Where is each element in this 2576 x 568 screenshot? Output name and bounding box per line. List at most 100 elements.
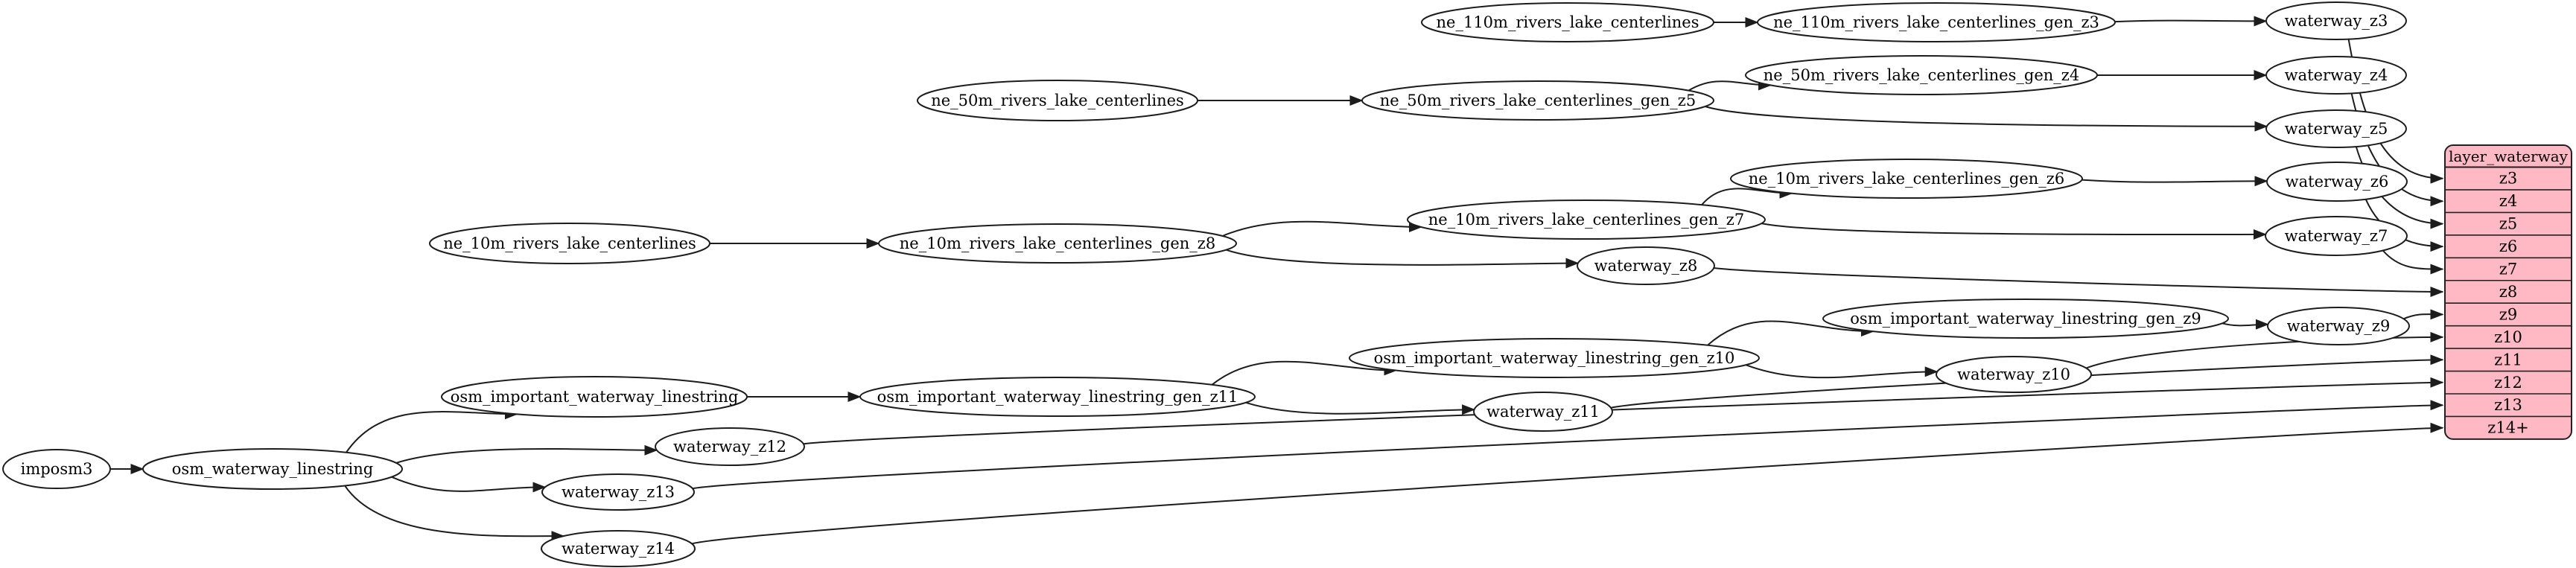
table-row-z9: z9 [2499, 305, 2517, 323]
edge-ne_10m_rivers_lake_centerlines_gen_z8-to-ne_10m_rivers_lake_centerlines_gen_z7 [1222, 220, 1422, 237]
node-waterway_z3: waterway_z3 [2265, 1, 2407, 40]
node-ne_10m_rivers_lake_centerlines_gen_z6: ne_10m_rivers_lake_centerlines_gen_z6 [1730, 159, 2083, 199]
table-layer: layer_waterwayz3z4z5z6z7z8z9z10z11z12z13… [2444, 144, 2572, 440]
node-label: waterway_z6 [2286, 173, 2389, 191]
node-label: ne_110m_rivers_lake_centerlines_gen_z3 [1773, 13, 2099, 31]
edge-waterway_z5-to-layer_waterway-z5 [2355, 146, 2444, 229]
edge-ne_10m_rivers_lake_centerlines_gen_z6-to-waterway_z6 [2082, 176, 2268, 187]
edge-osm_important_waterway_linestring_gen_z11-to-osm_important_waterway_linestring_gen_z10 [1211, 360, 1398, 386]
edge-osm_waterway_linestring-to-waterway_z13 [391, 476, 547, 493]
table-row-z3: z3 [2499, 170, 2517, 188]
node-waterway_z7: waterway_z7 [2265, 216, 2408, 256]
node-ne_110m_rivers_lake_centerlines_gen_z3: ne_110m_rivers_lake_centerlines_gen_z3 [1757, 2, 2116, 42]
edge-osm_waterway_linestring-to-osm_important_waterway_linestring [346, 409, 518, 453]
node-label: waterway_z11 [1486, 403, 1600, 421]
node-waterway_z14: waterway_z14 [541, 530, 696, 567]
node-label: waterway_z4 [2285, 66, 2388, 84]
table-row-z11: z11 [2494, 351, 2522, 368]
node-ne_10m_rivers_lake_centerlines: ne_10m_rivers_lake_centerlines [429, 223, 710, 264]
node-label: imposm3 [21, 460, 93, 478]
node-label: osm_important_waterway_linestring_gen_z1… [1374, 349, 1735, 367]
node-osm_important_waterway_linestring_gen_z11: osm_important_waterway_linestring_gen_z1… [859, 377, 1256, 417]
node-ellipse [429, 223, 710, 264]
node-label: ne_10m_rivers_lake_centerlines_gen_z6 [1749, 170, 2064, 188]
node-imposm3: imposm3 [2, 449, 111, 489]
edge-waterway_z9-to-layer_waterway-z9 [2403, 309, 2444, 320]
table-title: layer_waterway [2449, 147, 2569, 165]
node-label: ne_10m_rivers_lake_centerlines [443, 234, 696, 252]
node-waterway_z6: waterway_z6 [2266, 162, 2408, 202]
node-ne_50m_rivers_lake_centerlines_gen_z4: ne_50m_rivers_lake_centerlines_gen_z4 [1745, 55, 2098, 95]
node-label: osm_important_waterway_linestring_gen_z1… [877, 388, 1238, 406]
edge-ne_50m_rivers_lake_centerlines_gen_z5-to-waterway_z5 [1705, 106, 2268, 132]
node-ellipse [859, 377, 1256, 417]
node-label: waterway_z8 [1594, 257, 1698, 275]
node-ellipse [1757, 2, 2116, 42]
table-row-z12: z12 [2494, 374, 2522, 392]
edge-osm_important_waterway_linestring_gen_z11-to-waterway_z11 [1245, 401, 1476, 415]
node-label: ne_110m_rivers_lake_centerlines [1437, 13, 1699, 31]
node-label: ne_50m_rivers_lake_centerlines_gen_z4 [1764, 66, 2079, 84]
edge-ne_50m_rivers_lake_centerlines_gen_z5-to-ne_50m_rivers_lake_centerlines_gen_z4 [1688, 80, 1772, 92]
edge-osm_waterway_linestring-to-waterway_z14 [344, 485, 565, 542]
edge-osm_important_waterway_linestring_gen_z10-to-waterway_z10 [1745, 364, 1939, 379]
edge-osm_important_waterway_linestring_gen_z10-to-osm_important_waterway_linestring_gen_z9 [1707, 320, 1874, 346]
node-ne_10m_rivers_lake_centerlines_gen_z8: ne_10m_rivers_lake_centerlines_gen_z8 [878, 223, 1237, 264]
node-ellipse [655, 427, 805, 466]
node-waterway_z8: waterway_z8 [1577, 246, 1715, 285]
edge-osm_waterway_linestring-to-waterway_z12 [395, 444, 658, 464]
node-ne_110m_rivers_lake_centerlines: ne_110m_rivers_lake_centerlines [1421, 2, 1714, 42]
node-waterway_z11: waterway_z11 [1473, 392, 1613, 432]
node-label: waterway_z14 [562, 540, 675, 558]
edge-ne_10m_rivers_lake_centerlines_gen_z8-to-waterway_z8 [1226, 249, 1580, 269]
node-ellipse [1577, 246, 1715, 285]
table-layer_waterway: layer_waterwayz3z4z5z6z7z8z9z10z11z12z13… [2444, 144, 2572, 440]
node-waterway_z5: waterway_z5 [2265, 109, 2407, 148]
table-body [2444, 144, 2572, 440]
node-label: waterway_z3 [2285, 12, 2388, 30]
node-ellipse [1361, 80, 1714, 121]
node-ellipse [1936, 356, 2092, 393]
edge-waterway_z8-to-layer_waterway-z8 [1714, 267, 2444, 297]
node-osm_waterway_linestring: osm_waterway_linestring [142, 448, 403, 490]
node-label: osm_waterway_linestring [172, 460, 373, 478]
node-ellipse [1421, 2, 1714, 42]
node-ne_50m_rivers_lake_centerlines_gen_z5: ne_50m_rivers_lake_centerlines_gen_z5 [1361, 80, 1714, 121]
edge-ne_10m_rivers_lake_centerlines_gen_z7-to-waterway_z7 [1761, 223, 2267, 240]
node-ellipse [2, 449, 111, 489]
table-row-z6: z6 [2499, 237, 2517, 255]
edge-waterway_z14-to-layer_waterway-z14+ [691, 422, 2444, 545]
node-osm_important_waterway_linestring_gen_z9: osm_important_waterway_linestring_gen_z9 [1822, 299, 2229, 339]
node-ellipse [2265, 109, 2407, 148]
node-ellipse [2265, 216, 2408, 256]
node-ellipse [878, 223, 1237, 264]
node-ellipse [441, 376, 748, 418]
edge-waterway_z10-to-layer_waterway-z10 [2085, 331, 2444, 369]
table-row-z5: z5 [2499, 215, 2517, 233]
node-ellipse [541, 473, 695, 511]
table-row-z14+: z14+ [2487, 419, 2528, 437]
node-label: waterway_z12 [673, 438, 786, 456]
node-ellipse [1473, 392, 1613, 432]
node-label: osm_important_waterway_linestring_gen_z9 [1850, 310, 2201, 328]
table-row-z10: z10 [2494, 328, 2522, 346]
node-osm_important_waterway_linestring: osm_important_waterway_linestring [441, 376, 748, 418]
node-label: waterway_z7 [2285, 227, 2388, 245]
node-label: ne_50m_rivers_lake_centerlines [931, 92, 1184, 109]
node-ne_50m_rivers_lake_centerlines: ne_50m_rivers_lake_centerlines [917, 80, 1198, 121]
node-ellipse [2265, 56, 2407, 95]
node-label: waterway_z9 [2287, 317, 2391, 335]
node-label: ne_10m_rivers_lake_centerlines_gen_z7 [1428, 211, 1744, 229]
node-ne_10m_rivers_lake_centerlines_gen_z7: ne_10m_rivers_lake_centerlines_gen_z7 [1407, 200, 1766, 240]
node-ellipse [541, 530, 696, 567]
node-label: ne_50m_rivers_lake_centerlines_gen_z5 [1380, 92, 1696, 109]
nodes-layer: imposm3 osm_waterway_linestring osm_import… [2, 1, 2410, 567]
node-label: waterway_z5 [2285, 120, 2388, 138]
node-waterway_z4: waterway_z4 [2265, 56, 2407, 95]
edge-waterway_z13-to-layer_waterway-z13 [692, 400, 2444, 490]
table-row-z13: z13 [2494, 396, 2522, 414]
node-ellipse [1822, 299, 2229, 339]
